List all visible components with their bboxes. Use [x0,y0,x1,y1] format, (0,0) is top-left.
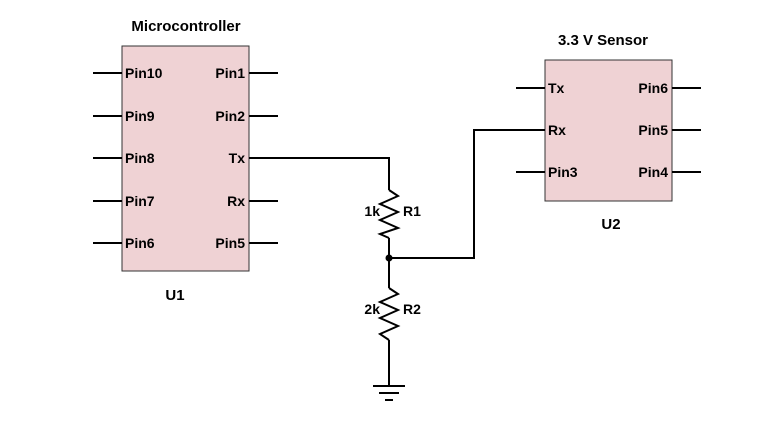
u2-pin-label-left-1: Tx [548,80,565,96]
u2-pin-label-right-1: Pin6 [638,80,668,96]
u1-pin-label-left-4: Pin7 [125,193,155,209]
u1-pin-label-left-3: Pin8 [125,150,155,166]
u1-microcontroller: Microcontroller Pin10 Pin9 Pin8 Pin7 Pin… [93,18,278,304]
u1-body [121,45,250,272]
r2-ref: R2 [403,301,421,317]
wire-divider-to-u2-rx [389,129,545,259]
u1-pin-label-right-5: Pin5 [215,235,245,251]
u1-pin-label-right-1: Pin1 [215,65,245,81]
r1-ref: R1 [403,203,421,219]
u2-title: 3.3 V Sensor [558,32,648,49]
r1-zigzag [377,189,401,239]
u1-pin-label-right-2: Pin2 [215,108,245,124]
u2-pin-label-right-3: Pin4 [638,164,668,180]
u1-pin-label-left-2: Pin9 [125,108,155,124]
u2-pin-label-left-2: Rx [548,122,566,138]
u2-sensor: 3.3 V Sensor Tx Rx Pin3 Pin6 Pin5 Pin4 U… [516,32,701,233]
wire-u1-tx-to-r1 [249,157,390,190]
u1-pin-label-left-1: Pin10 [125,65,163,81]
u1-pin-label-right-4: Rx [227,193,245,209]
r1-value: 1k [364,203,380,219]
junction-node [385,254,393,262]
u1-ref: U1 [165,287,184,304]
ground-icon [373,385,405,401]
u1-pin-label-left-5: Pin6 [125,235,155,251]
resistor-r2: 2k R2 [364,287,421,341]
u1-pin-label-right-3: Tx [229,150,246,166]
u2-pin-label-right-2: Pin5 [638,122,668,138]
u2-ref: U2 [601,216,620,233]
r2-zigzag [377,287,401,341]
u1-title: Microcontroller [131,18,240,35]
r2-value: 2k [364,301,380,317]
u2-pin-label-left-3: Pin3 [548,164,578,180]
u2-body [544,59,673,202]
resistor-r1: 1k R1 [364,189,421,239]
